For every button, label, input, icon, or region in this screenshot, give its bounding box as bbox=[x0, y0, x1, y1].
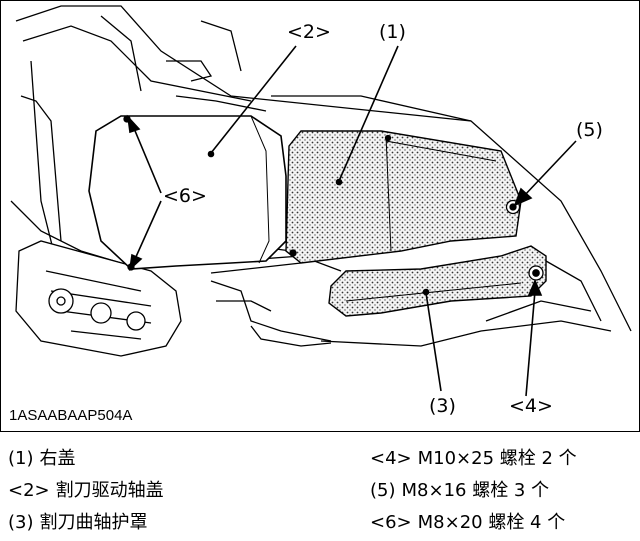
callout-3: (3) bbox=[429, 395, 456, 417]
legend-item-3: (3)割刀曲轴护罩 bbox=[8, 514, 148, 532]
legend-text: M8×20 螺栓 4 个 bbox=[417, 512, 566, 533]
legend-text: 割刀曲轴护罩 bbox=[39, 512, 148, 533]
chassis-lines bbox=[10, 5, 632, 347]
legend-number: (3) bbox=[8, 512, 34, 533]
parts-legend: (1)右盖 <2>割刀驱动轴盖 (3)割刀曲轴护罩 <4>M10×25 螺栓 2… bbox=[0, 432, 640, 541]
legend-text: M8×16 螺栓 3 个 bbox=[401, 480, 550, 501]
figure-code: 1ASAABAAP504A bbox=[9, 407, 133, 424]
legend-text: M10×25 螺栓 2 个 bbox=[417, 448, 577, 469]
legend-text: 割刀驱动轴盖 bbox=[55, 480, 164, 501]
legend-number: (1) bbox=[8, 448, 34, 469]
technical-illustration: (1) <2> (3) <4> (5) <6> 1ASAABAAP504A bbox=[0, 0, 640, 432]
right-cover-shape bbox=[285, 130, 522, 264]
callout-6: <6> bbox=[163, 185, 207, 207]
legend-item-1: (1)右盖 bbox=[8, 450, 76, 468]
legend-item-4: <4>M10×25 螺栓 2 个 bbox=[370, 450, 577, 468]
leader-lines bbox=[126, 45, 577, 397]
crawler-track bbox=[15, 240, 182, 357]
callout-4: <4> bbox=[509, 395, 553, 417]
callout-1: (1) bbox=[379, 21, 406, 43]
legend-item-5: (5)M8×16 螺栓 3 个 bbox=[370, 482, 549, 500]
legend-item-6: <6>M8×20 螺栓 4 个 bbox=[370, 514, 565, 532]
legend-number: <4> bbox=[370, 448, 412, 469]
legend-number: <2> bbox=[8, 480, 50, 501]
callout-2: <2> bbox=[287, 21, 331, 43]
machine-drawing bbox=[10, 5, 632, 397]
legend-item-2: <2>割刀驱动轴盖 bbox=[8, 482, 164, 500]
legend-number: (5) bbox=[370, 480, 396, 501]
crank-guard-shape bbox=[328, 245, 547, 317]
callout-5: (5) bbox=[576, 119, 603, 141]
legend-text: 右盖 bbox=[39, 448, 76, 469]
legend-number: <6> bbox=[370, 512, 412, 533]
